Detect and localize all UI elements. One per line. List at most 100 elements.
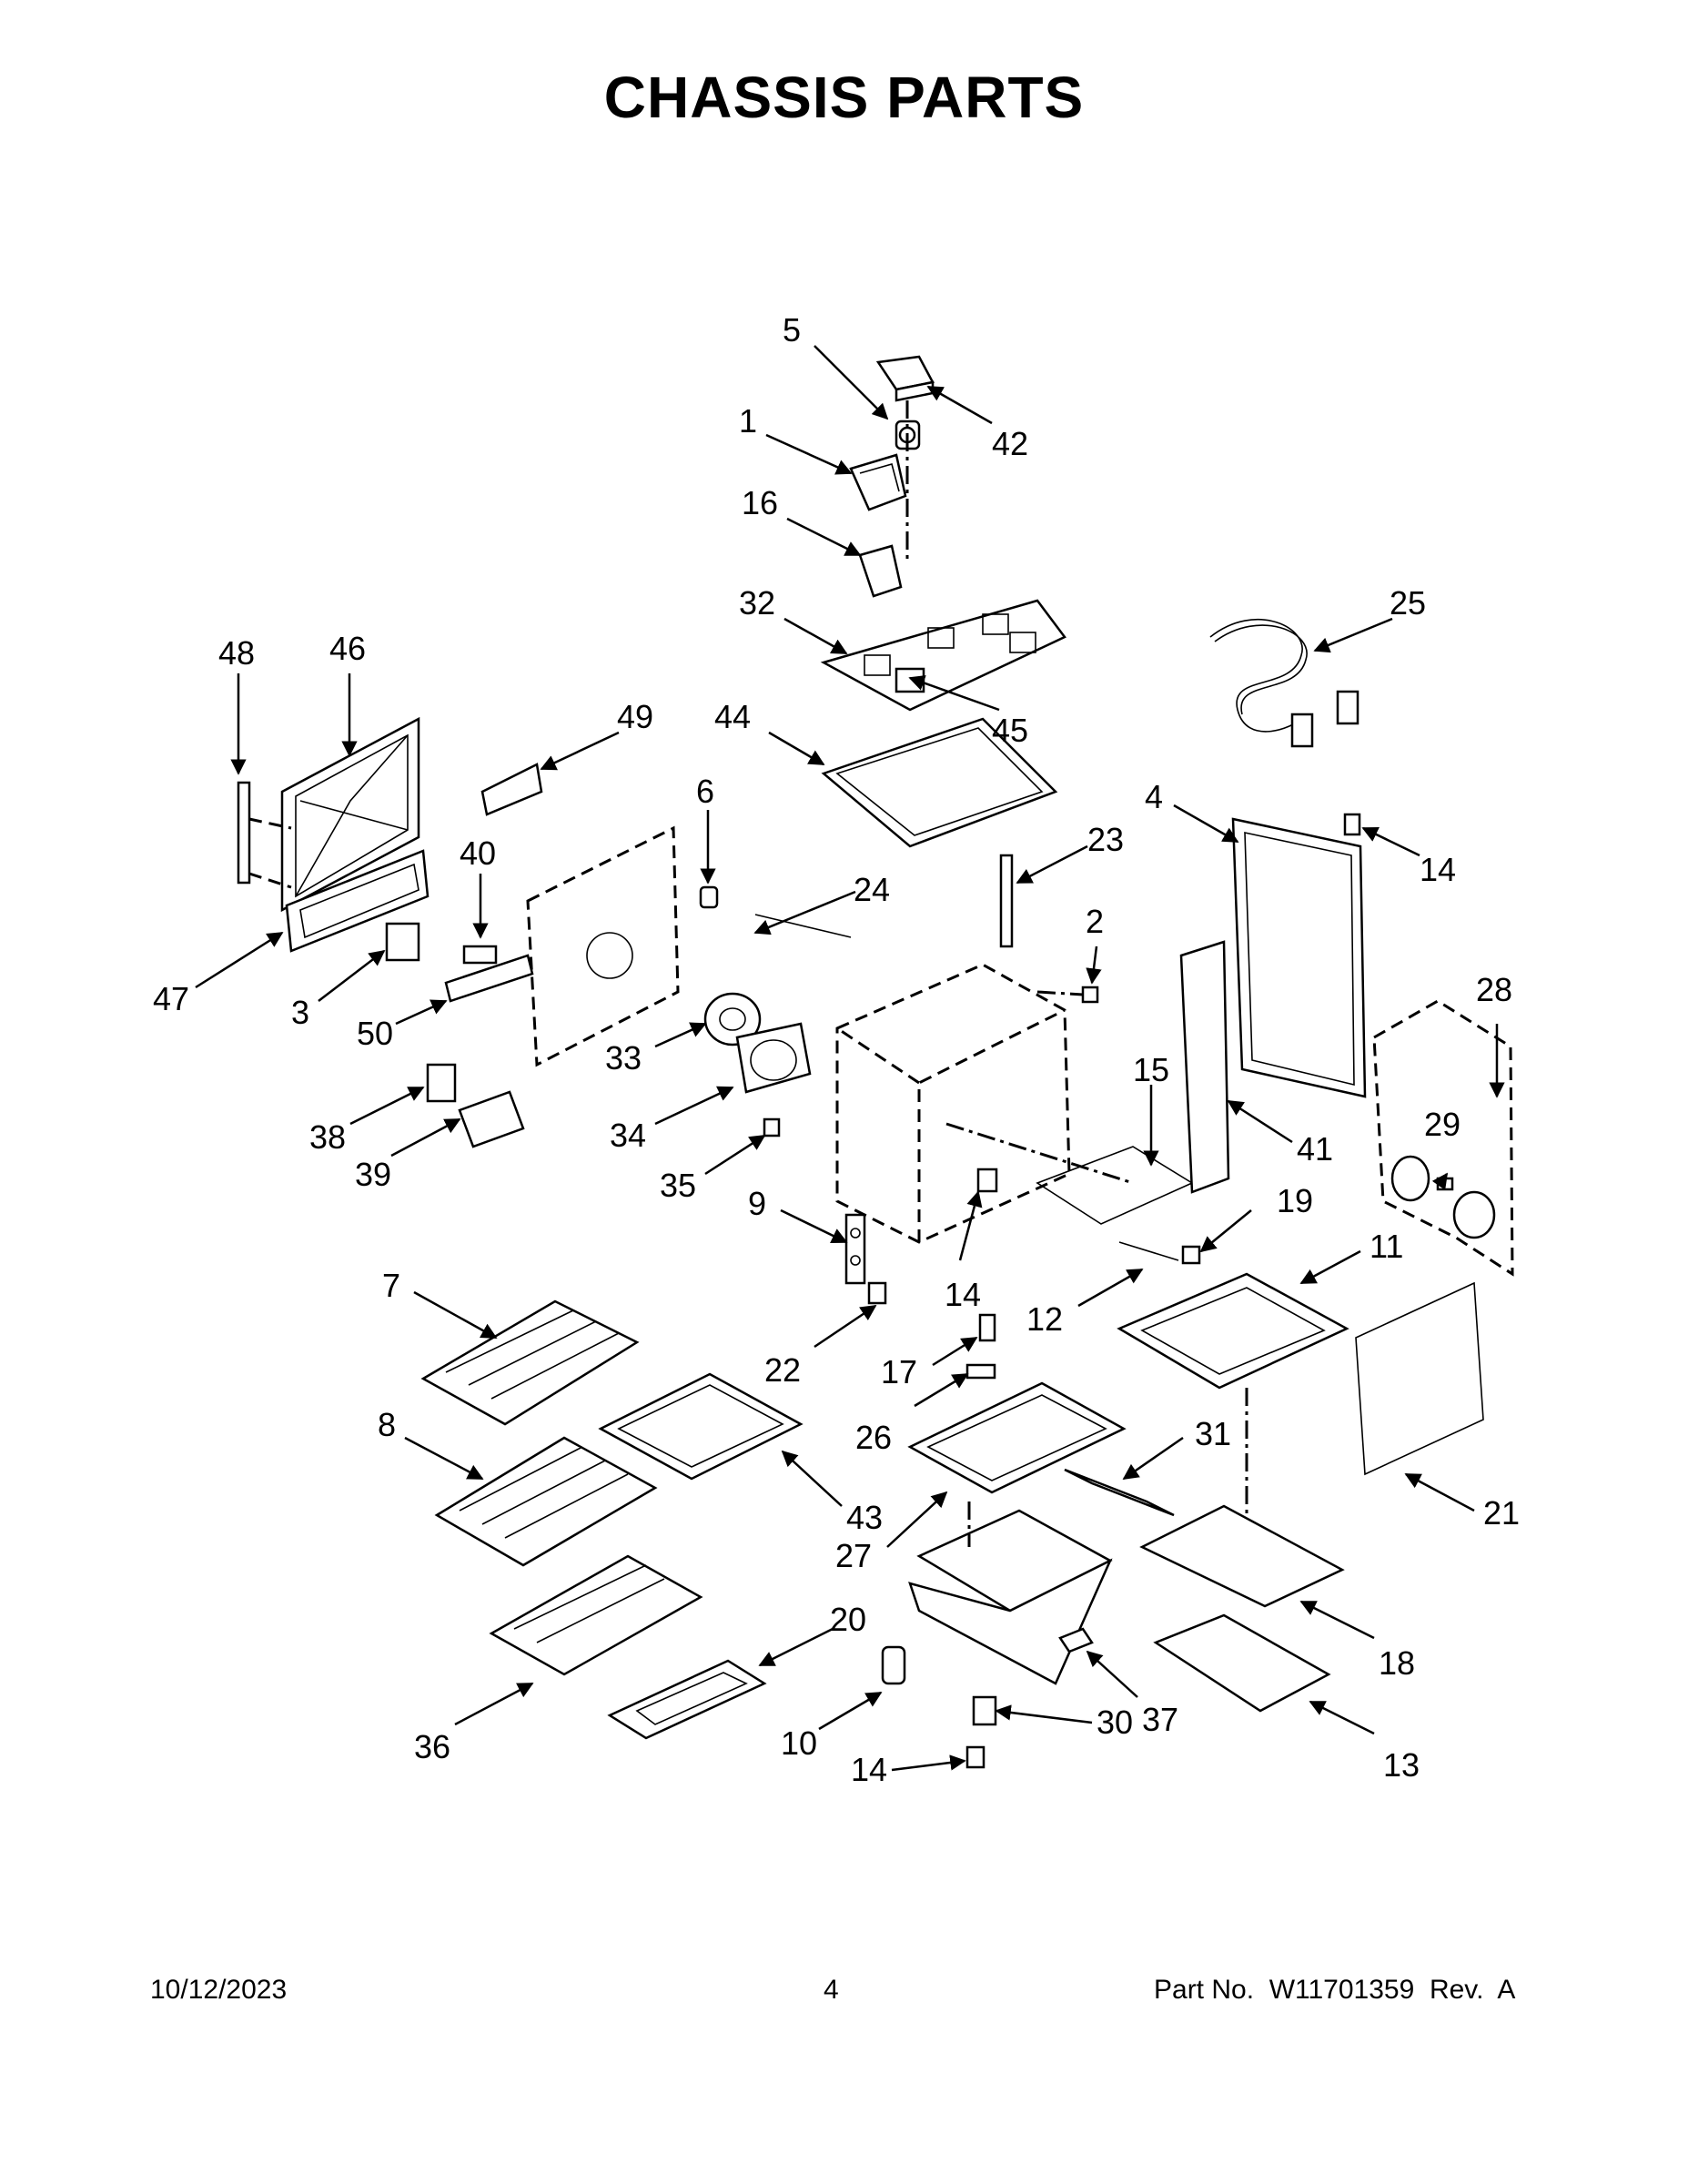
part-15-element	[1036, 1146, 1194, 1225]
footer-part-number: Part No. W11701359 Rev. A	[1154, 1975, 1516, 2005]
part-13-cover	[1153, 1613, 1331, 1713]
callout-46: 46	[329, 630, 366, 667]
part-20-grate	[607, 1659, 767, 1740]
footer-date: 10/12/2023	[150, 1975, 288, 2005]
part-27-frame	[907, 1381, 1127, 1494]
part-21-gasket	[1355, 1281, 1484, 1476]
callout-28: 28	[1476, 971, 1512, 1008]
part-47-vent	[285, 849, 430, 953]
callout-22: 22	[764, 1351, 801, 1389]
callout-11: 11	[1370, 1228, 1403, 1265]
callout-18: 18	[1379, 1644, 1415, 1682]
part-19-bolt	[1181, 1245, 1201, 1265]
part-22-bolt	[867, 1281, 887, 1305]
callout-33: 33	[605, 1039, 642, 1077]
part-3-board	[385, 922, 420, 962]
callout-26: 26	[855, 1419, 892, 1456]
part-8-rack	[434, 1436, 658, 1567]
assembly-line	[945, 1122, 1134, 1185]
callout-24: 24	[854, 871, 890, 908]
callout-2: 2	[1086, 903, 1104, 940]
callout-38: 38	[309, 1118, 346, 1156]
footer-page-number: 4	[824, 1975, 839, 2005]
part-34-fan-housing	[735, 1022, 812, 1094]
part-29-knob	[1390, 1155, 1430, 1202]
callout-25: 25	[1390, 584, 1426, 622]
part-14-screw	[1343, 813, 1361, 836]
callout-39: 39	[355, 1156, 391, 1193]
callout-35: 35	[660, 1167, 696, 1204]
part-32-top-panel	[820, 599, 1066, 712]
part-23-strip	[999, 854, 1014, 948]
part-49-plate	[480, 763, 543, 816]
callout-34: 34	[610, 1117, 646, 1154]
callout-42: 42	[992, 425, 1028, 462]
part-1-duct	[849, 453, 907, 511]
callout-23: 23	[1087, 821, 1124, 858]
callout-9: 9	[748, 1185, 766, 1222]
callout-47: 47	[153, 980, 189, 1017]
part-4-door-frame	[1231, 817, 1367, 1098]
callout-48: 48	[218, 634, 255, 672]
panel-hole	[586, 932, 633, 979]
part-6-plug	[699, 885, 719, 909]
assembly-line	[1036, 990, 1084, 996]
part-36-rack	[489, 1554, 703, 1676]
part-40-block	[462, 945, 498, 965]
callout-17: 17	[881, 1353, 917, 1390]
callout-4: 4	[1145, 778, 1163, 815]
side-panel-outline	[526, 825, 680, 1067]
part-14-bolt	[976, 1168, 998, 1193]
part-39-bracket	[458, 1090, 525, 1148]
callout-31: 31	[1195, 1415, 1231, 1452]
part-24-wire	[754, 914, 852, 938]
callout-14-mid: 14	[945, 1276, 981, 1313]
part-31-strip	[1064, 1468, 1175, 1517]
group-28-outline	[1372, 999, 1514, 1277]
callout-10: 10	[781, 1724, 817, 1762]
burner-housing	[908, 1509, 1113, 1685]
part-44-tray	[821, 717, 1058, 848]
callout-19: 19	[1277, 1182, 1313, 1219]
part-41-panel	[1179, 940, 1230, 1194]
callout-labels: 5 42 1 16 32 45 44 25 48 46 49 6 40 24 2…	[153, 311, 1520, 1788]
part-12-rod	[1118, 1241, 1179, 1261]
callout-7: 7	[382, 1267, 400, 1304]
part-25-power-cord	[1209, 619, 1359, 748]
callout-3: 3	[291, 994, 309, 1031]
callout-49: 49	[617, 698, 653, 735]
callout-16: 16	[742, 484, 778, 521]
part-38-board	[426, 1063, 457, 1103]
part-10-foot	[881, 1645, 906, 1685]
part-knob	[1452, 1190, 1496, 1239]
oven-cavity-outline	[835, 963, 1071, 1244]
callout-30: 30	[1097, 1704, 1133, 1741]
callout-5: 5	[783, 311, 801, 349]
part-18-sheet	[1139, 1504, 1345, 1608]
callout-32: 32	[739, 584, 775, 622]
callout-8: 8	[378, 1406, 396, 1443]
callout-37: 37	[1142, 1701, 1178, 1738]
callout-6: 6	[696, 773, 714, 810]
leader-arrows	[195, 345, 1505, 1772]
part-46-rear-panel	[280, 716, 420, 913]
part-37-clip	[1058, 1627, 1094, 1653]
callout-27: 27	[835, 1537, 872, 1574]
part-17-screw	[978, 1313, 996, 1342]
part-16-duct	[858, 544, 903, 598]
part-7-rack	[420, 1299, 640, 1426]
callout-13: 13	[1383, 1746, 1420, 1784]
part-43-tray	[598, 1372, 804, 1481]
page-title: CHASSIS PARTS	[603, 65, 1085, 130]
part-11-door-glass-frame	[1117, 1272, 1349, 1390]
callout-36: 36	[414, 1728, 450, 1765]
callout-21: 21	[1483, 1494, 1520, 1532]
part-35-bolt	[763, 1117, 781, 1138]
callout-1: 1	[739, 402, 757, 440]
part-14-screw-bottom	[965, 1745, 986, 1769]
part-33-fan	[703, 992, 762, 1046]
part-50-bar	[444, 954, 534, 1003]
callout-14-top: 14	[1420, 851, 1456, 888]
callout-40: 40	[460, 834, 496, 872]
